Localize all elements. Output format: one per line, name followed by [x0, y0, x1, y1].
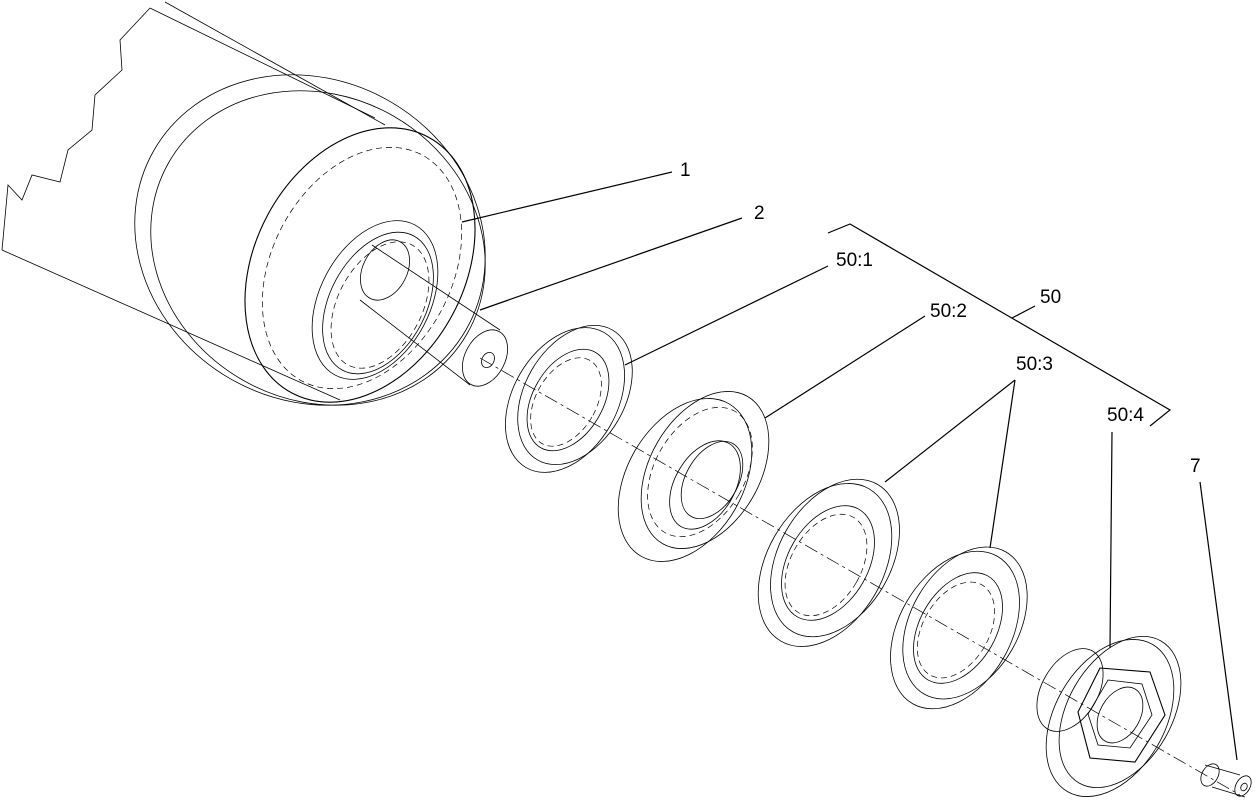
- leader-lines: [461, 171, 1238, 761]
- callout-7: 7: [1190, 456, 1201, 477]
- part-2-shaft: [359, 239, 508, 387]
- part-1-roller-body: [1, 1, 486, 406]
- part-7-grease-fitting: [1200, 763, 1252, 798]
- part-50-1-seal: [505, 325, 633, 473]
- callout-50-2: 50:2: [930, 301, 967, 322]
- part-50-4-cap: [1036, 635, 1182, 797]
- callout-50-4: 50:4: [1107, 405, 1144, 426]
- callout-50: 50: [1040, 287, 1061, 308]
- center-axis-line: [479, 357, 1241, 796]
- callout-2: 2: [754, 203, 765, 224]
- callout-1: 1: [680, 160, 691, 181]
- part-50-2-bearing: [617, 391, 770, 562]
- part-50-3-seal-b: [890, 546, 1028, 710]
- callout-50-1: 50:1: [836, 250, 873, 271]
- callout-50-3: 50:3: [1016, 354, 1053, 375]
- part-50-3-seal-a: [757, 478, 900, 647]
